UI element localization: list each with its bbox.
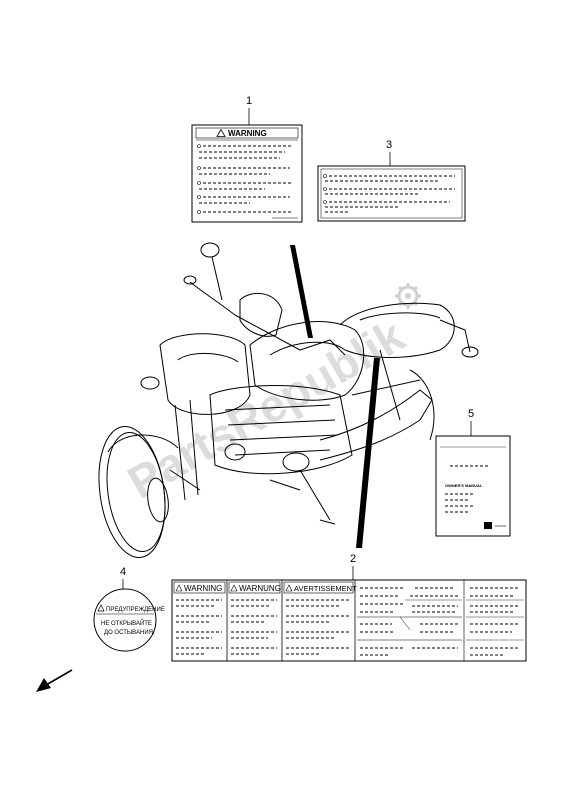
label-1-text-lines [197,144,298,219]
callout-5: 5 [468,408,474,436]
warning-header: WARNING [228,129,267,138]
label-3-text-lines [323,174,455,213]
header-warning-fr: AVERTISSEMENT [294,584,357,593]
svg-text:4: 4 [120,566,126,578]
label-3[interactable] [317,165,466,222]
brand-logo-icon [484,522,492,529]
callout-2: 2 [350,553,356,580]
round-warning-line-2: ДО ОСТЫВАНИЯ. [104,630,155,636]
warning-triangle-icon [97,604,105,612]
label-2-text-lines [176,587,524,656]
svg-text:3: 3 [386,139,392,151]
label-4-round-warning[interactable]: ПРЕДУПРЕЖДЕНИЕ НЕ ОТКРЫВАЙТЕ ДО ОСТЫВАНИ… [93,588,165,652]
watermark: PartsRepublik [119,309,413,509]
owners-manual[interactable]: OWNER'S MANUAL [435,435,511,537]
manual-title: OWNER'S MANUAL [445,483,483,488]
header-warning-en: WARNING [184,584,222,593]
gear-icon [395,283,421,309]
svg-text:2: 2 [350,553,356,565]
motorcycle-drawing [98,242,479,559]
callout-1: 1 [246,95,252,125]
round-warning-line-1: НЕ ОТКРЫВАЙТЕ [101,619,152,627]
svg-text:1: 1 [246,95,252,107]
front-direction-arrow-icon [36,669,73,692]
warning-triangle-icon [216,128,226,137]
leader-lines [290,245,380,548]
callout-3: 3 [386,139,392,166]
warning-label-1[interactable]: WARNING [191,124,303,223]
round-warning-header: ПРЕДУПРЕЖДЕНИЕ [106,607,165,613]
callout-4: 4 [120,566,126,589]
svg-text:PartsRepublik: PartsRepublik [119,309,413,509]
header-warning-de: WARNUNG [239,584,281,593]
label-2-multilingual-warning[interactable]: WARNING WARNUNG AVERTISSEMENT [171,579,527,662]
svg-text:5: 5 [468,408,474,420]
